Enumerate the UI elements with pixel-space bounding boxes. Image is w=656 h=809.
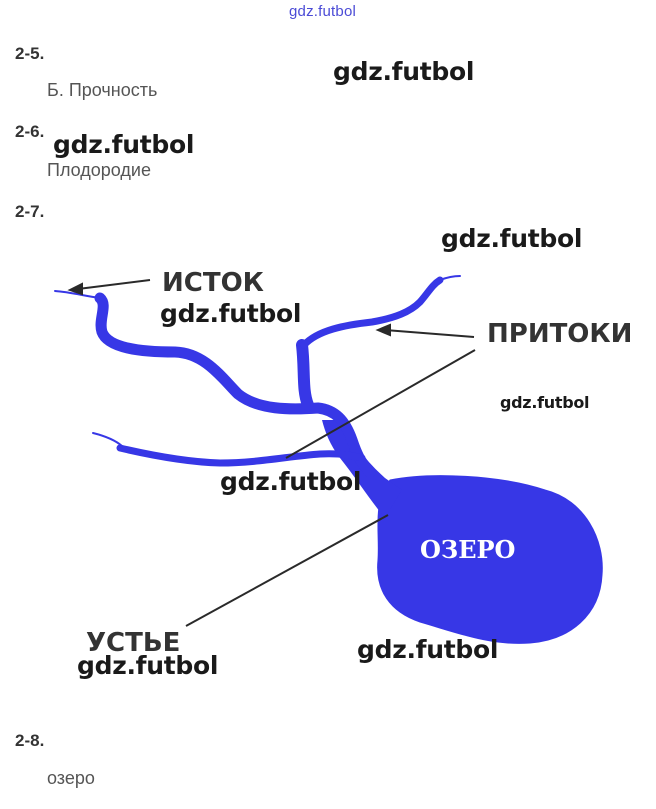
item-number-2-8: 2-8. (15, 731, 45, 750)
item-number-2-7: 2-7. (15, 202, 45, 221)
item-answer-2-5: Б. Прочность (47, 80, 158, 100)
item-answer-2-6: Плодородие (47, 160, 151, 180)
source-label: ИСТОК (162, 268, 264, 298)
item-number-2-6: 2-6. (15, 122, 45, 141)
tributary-upper (296, 339, 314, 411)
watermark-text: gdz.futbol (500, 393, 590, 412)
item-number-2-5: 2-5. (15, 44, 45, 63)
watermark-text: gdz.futbol (160, 299, 302, 328)
tributaries-label: ПРИТОКИ (487, 319, 632, 349)
watermark-text: gdz.futbol (220, 467, 362, 496)
watermark-text: gdz.futbol (357, 635, 499, 664)
lake-label: ОЗЕРО (420, 535, 515, 564)
mouth-label: УСТЬЕ (86, 628, 180, 658)
source-river (94, 292, 376, 478)
watermark-text: gdz.futbol (53, 130, 195, 159)
lake-shape (377, 475, 603, 644)
watermark-text: gdz.futbol (77, 651, 219, 680)
top-watermark: gdz.futbol (289, 3, 357, 20)
watermark-text: gdz.futbol (333, 57, 475, 86)
watermark-text: gdz.futbol (441, 224, 583, 253)
tributary-lower (116, 444, 366, 467)
item-answer-2-8: озеро (47, 768, 95, 788)
